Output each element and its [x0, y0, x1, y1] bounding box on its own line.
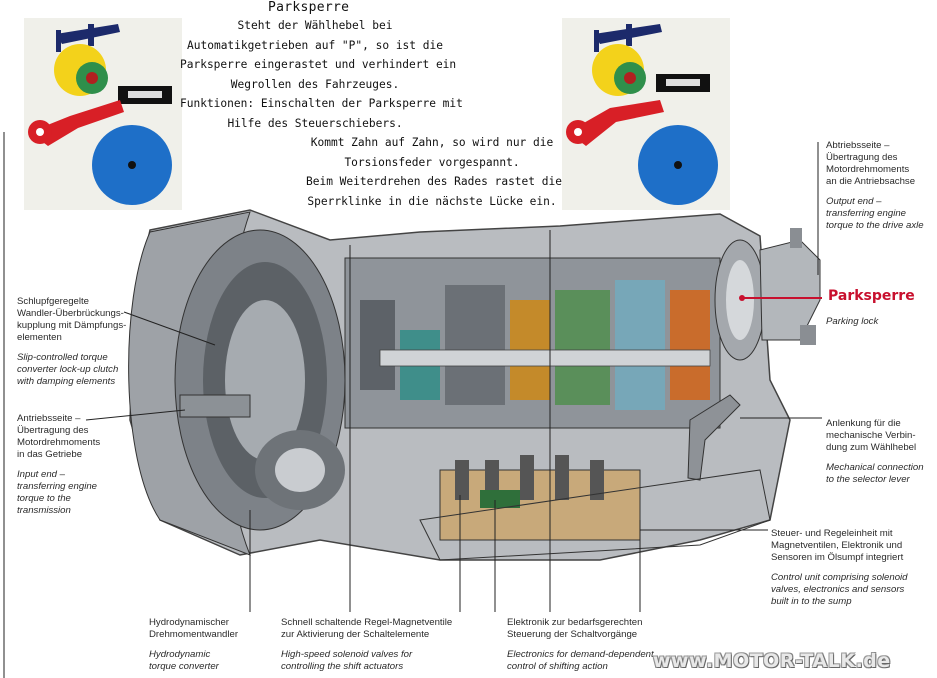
- description-line: Beim Weiterdrehen des Rades rastet die: [306, 175, 562, 188]
- description-line: Kommt Zahn auf Zahn, so wird nur die: [310, 136, 554, 149]
- label-selector-connection: Anlenkung für die mechanische Verbin- du…: [826, 418, 924, 485]
- description-line: Wegrollen des Fahrzeuges.: [230, 77, 400, 91]
- parking-lock-title: Parksperre: [268, 0, 350, 15]
- label-output-end: Abtriebsseite – Übertragung des Motordre…: [826, 140, 924, 231]
- description-line: Steht der Wählhebel bei: [237, 19, 393, 32]
- label-parksperre-highlight: Parksperre: [828, 288, 915, 304]
- parking-lock-mechanism-left: [28, 24, 172, 205]
- parking-lock-pointer: [739, 295, 822, 301]
- label-torque-converter: Hydrodynamischer Drehmomentwandler Hydro…: [149, 617, 239, 672]
- parking-lock-description: Steht der Wählhebel bei Automatikgetrieb…: [180, 16, 463, 133]
- callout-lines: [3, 132, 822, 678]
- label-lockup-clutch: Schlupfgeregelte Wandler-Überbrückungs- …: [17, 296, 127, 387]
- description-line: Sperrklinke in die nächste Lücke ein.: [307, 194, 557, 208]
- description-line: Funktionen: Einschalten der Parksperre m…: [180, 97, 463, 110]
- label-input-end: Antriebsseite – Übertragung des Motordre…: [17, 413, 101, 516]
- label-electronics: Elektronik zur bedarfsgerechten Steuerun…: [507, 617, 654, 672]
- parking-gear-right: [638, 125, 718, 205]
- watermark: www.MOTOR-TALK.de: [653, 650, 891, 672]
- description-line: Parksperre eingerastet und verhindert ei…: [180, 58, 457, 71]
- description-line: Torsionsfeder vorgespannt.: [344, 155, 520, 169]
- transmission-cutaway: [128, 209, 821, 561]
- description-line: Automatikgetrieben auf "P", so ist die: [187, 38, 443, 52]
- label-solenoid-valves: Schnell schaltende Regel-Magnetventile z…: [281, 617, 453, 672]
- parking-lock-mechanism-right: [566, 24, 718, 205]
- description-line: Hilfe des Steuerschiebers.: [227, 116, 403, 130]
- parking-gear-left: [92, 125, 172, 205]
- parking-lock-description-right: Kommt Zahn auf Zahn, so wird nur die Tor…: [306, 133, 562, 211]
- label-parking-lock: Parking lock: [826, 316, 879, 327]
- label-control-unit: Steuer- und Regeleinheit mit Magnetventi…: [771, 528, 908, 607]
